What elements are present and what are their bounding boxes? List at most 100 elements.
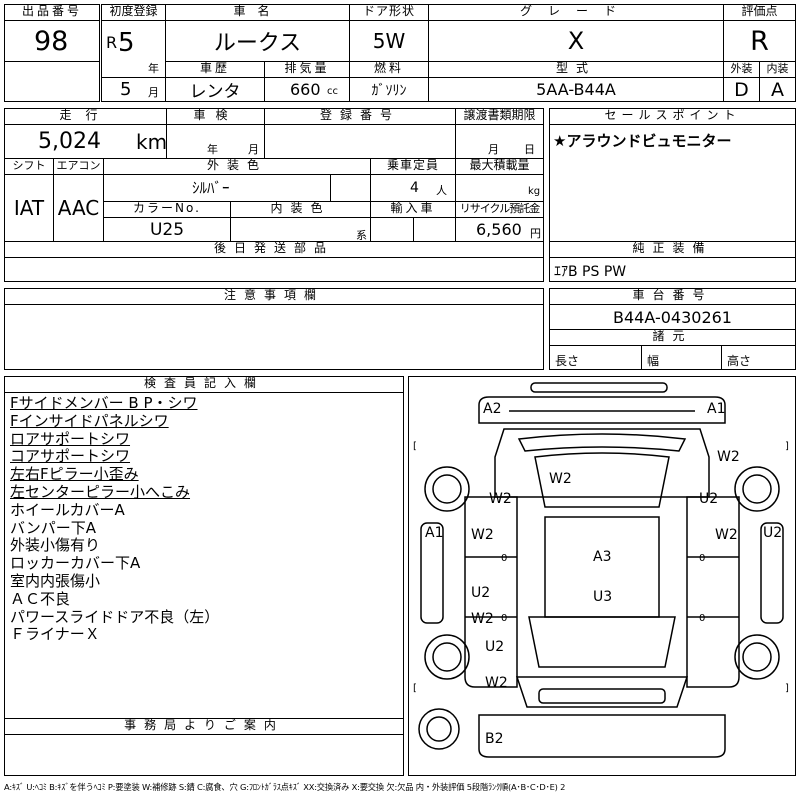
damage-mark: W2 xyxy=(471,527,494,543)
genuine-header: 純正装備 xyxy=(549,241,796,258)
inspection-header: 車検 xyxy=(166,108,265,125)
damage-mark: 0 xyxy=(699,553,706,564)
door-value: 5W xyxy=(349,20,429,62)
score-header: 評価点 xyxy=(723,4,796,21)
recycle-value: 6,560 xyxy=(476,220,522,239)
length-label: 長さ xyxy=(555,354,580,368)
damage-mark: W2 xyxy=(485,675,508,691)
damage-mark: B2 xyxy=(485,731,504,747)
office-header: 事務局よりご案内 xyxy=(4,718,404,735)
interior-color-header: 内装色 xyxy=(230,201,371,218)
import-header: 輸入車 xyxy=(370,201,456,218)
note-line: コアサポートシワ xyxy=(10,447,131,466)
fuel-header: 燃料 xyxy=(349,61,429,78)
color-no-header: カラーNo. xyxy=(103,201,231,218)
damage-mark: 0 xyxy=(501,553,508,564)
note-line: 左センターピラー小へこみ xyxy=(10,482,191,501)
reg-no-cell xyxy=(264,124,456,159)
sales-point-header: セールスポイント xyxy=(549,108,796,125)
damage-mark: U2 xyxy=(485,639,505,655)
score-value: R xyxy=(723,20,796,62)
mileage-value: 5,024 xyxy=(38,129,101,154)
inspection-month-unit: 月 xyxy=(248,143,259,156)
fuel-value: ｶﾞｿﾘﾝ xyxy=(349,77,429,102)
later-parts-cell xyxy=(4,257,544,282)
note-line: ホイールカバーA xyxy=(10,500,125,519)
damage-mark: W2 xyxy=(489,491,512,507)
color-no-value: U25 xyxy=(103,217,231,242)
note-line: パワースライドドア不良（左） xyxy=(10,607,220,626)
spec-header: 諸元 xyxy=(549,329,796,346)
interior-score: A xyxy=(759,77,796,102)
damage-mark: U2 xyxy=(699,491,719,507)
caution-header: 注意事項欄 xyxy=(4,288,544,305)
damage-mark: A2 xyxy=(483,401,502,417)
note-line: Fサイドメンバー B P・シワ xyxy=(10,394,198,412)
note-line: ロッカーカバー下A xyxy=(10,554,141,573)
shift-header: シフト xyxy=(4,158,54,175)
bracket-mark: [ xyxy=(413,441,417,452)
transfer-month-unit: 月 xyxy=(488,143,499,156)
first-reg-divider xyxy=(101,77,166,78)
damage-mark: W2 xyxy=(549,471,572,487)
height-label: 高さ xyxy=(727,354,752,368)
reg-no-header: 登録番号 xyxy=(264,108,456,125)
lot-no-divider xyxy=(4,61,100,62)
era: R xyxy=(106,33,118,52)
damage-mark: 0 xyxy=(699,613,706,624)
bracket-mark: [ xyxy=(413,683,417,694)
note-line: ＦライナーＸ xyxy=(10,625,100,644)
model-value: 5AA-B44A xyxy=(428,77,724,102)
chassis-header: 車台番号 xyxy=(549,288,796,305)
damage-mark: U2 xyxy=(763,525,783,541)
mileage-header: 走行 xyxy=(4,108,167,125)
recycle-unit: 円 xyxy=(530,227,541,240)
damage-mark: A3 xyxy=(593,549,612,565)
mileage-unit: km xyxy=(136,130,168,154)
inspector-header: 検査員記入欄 xyxy=(4,376,404,393)
interior-header: 内装 xyxy=(759,61,796,78)
shift-value: IAT xyxy=(4,174,54,242)
max-load-header: 最大積載量 xyxy=(455,158,544,175)
reg-year-unit: 年 xyxy=(148,62,159,75)
bracket-mark: ] xyxy=(785,441,789,452)
first-reg-header: 初度登録 xyxy=(101,4,166,21)
bracket-mark: ] xyxy=(785,683,789,694)
damage-mark: U2 xyxy=(471,585,491,601)
door-header: ドア形状 xyxy=(349,4,429,21)
note-line: バンパー下A xyxy=(10,518,97,537)
import-divider xyxy=(413,217,414,242)
capacity-unit: 人 xyxy=(436,184,447,197)
color-value: ｼﾙﾊﾞｰ xyxy=(192,179,230,197)
car-outline-drawing xyxy=(418,382,784,758)
genuine-equipment: ｴｱB PS PW xyxy=(554,264,627,280)
car-diagram: A2 A1 [ ] W2 W2 W2 U2 A1 W2 W2 U2 0 0 A3… xyxy=(408,376,796,776)
inspection-year-unit: 年 xyxy=(207,143,218,156)
exterior-header: 外装 xyxy=(723,61,760,78)
damage-mark: W2 xyxy=(715,527,738,543)
transfer-day-unit: 日 xyxy=(524,143,535,156)
sales-point: ★アラウンドビュモニター xyxy=(553,132,732,150)
width-label: 幅 xyxy=(647,354,660,368)
grade-header: グレード xyxy=(428,4,724,21)
reg-month-unit: 月 xyxy=(148,86,159,99)
damage-mark: W2 xyxy=(717,449,740,465)
chassis-no: B44A-0430261 xyxy=(549,304,796,330)
history-header: 車歴 xyxy=(165,61,265,78)
color-divider xyxy=(330,174,331,202)
note-line: 左右Fピラー小歪み xyxy=(10,465,139,484)
damage-mark: 0 xyxy=(501,613,508,624)
color-header: 外装色 xyxy=(103,158,371,175)
reg-year: 5 xyxy=(118,28,135,58)
note-line: ロアサポートシワ xyxy=(10,429,131,448)
inspector-notes: Fサイドメンバー B P・シワ Fインサイドパネルシワ ロアサポートシワ コアサ… xyxy=(10,394,220,644)
ac-value: AAC xyxy=(53,174,104,242)
spec-cell xyxy=(549,345,796,370)
damage-mark: U3 xyxy=(593,589,613,605)
car-name: ルークス xyxy=(165,20,350,62)
grade-value: X xyxy=(428,20,724,62)
capacity-value: 4 xyxy=(410,180,419,196)
genuine-cell xyxy=(549,257,796,282)
car-name-header: 車名 xyxy=(165,4,350,21)
lot-no: 98 xyxy=(34,26,69,57)
